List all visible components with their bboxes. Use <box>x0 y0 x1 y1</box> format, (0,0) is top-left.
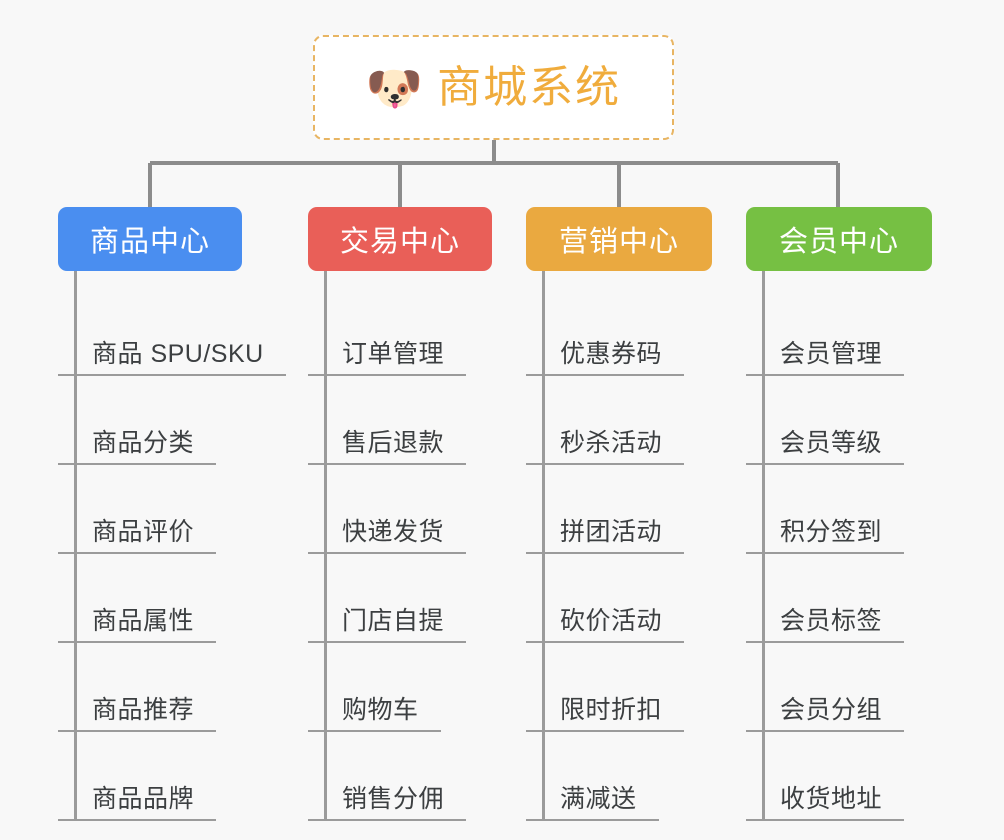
list-item[interactable]: 商品品牌 <box>58 732 286 821</box>
leaf-label: 优惠券码 <box>560 339 663 368</box>
list-item[interactable]: 会员等级 <box>746 376 932 465</box>
leaf-label: 会员等级 <box>780 428 883 457</box>
branch-header-member-center[interactable]: 会员中心 <box>746 207 932 271</box>
branch-header-trade-center[interactable]: 交易中心 <box>308 207 492 271</box>
leaf-label: 会员管理 <box>780 339 883 368</box>
list-item[interactable]: 购物车 <box>308 643 492 732</box>
leaf-label: 秒杀活动 <box>560 428 663 457</box>
leaf-label: 会员标签 <box>780 606 883 635</box>
leaf-label: 售后退款 <box>342 428 445 457</box>
leaf-label: 积分签到 <box>780 517 883 546</box>
list-item[interactable]: 门店自提 <box>308 554 492 643</box>
list-item[interactable]: 积分签到 <box>746 465 932 554</box>
branch-header-label: 交易中心 <box>339 226 460 258</box>
list-item[interactable]: 优惠券码 <box>526 287 712 376</box>
list-item[interactable]: 销售分佣 <box>308 732 492 821</box>
root-node[interactable]: 🐶 商城系统 <box>313 35 674 140</box>
leaf-label: 商品属性 <box>92 606 195 635</box>
leaf-label: 商品品牌 <box>92 784 195 813</box>
leaf-list-product-center: 商品 SPU/SKU 商品分类 商品评价 商品属性 商品推荐 商品品牌 <box>58 271 286 821</box>
branch-trade-center: 交易中心 订单管理 售后退款 快递发货 门店自提 购物车 销售分佣 <box>308 207 492 821</box>
leaf-label: 商品评价 <box>92 517 195 546</box>
leaf-label: 购物车 <box>342 695 419 724</box>
list-item[interactable]: 商品属性 <box>58 554 286 643</box>
branch-header-label: 商品中心 <box>89 226 210 258</box>
list-item[interactable]: 会员管理 <box>746 287 932 376</box>
branch-marketing-center: 营销中心 优惠券码 秒杀活动 拼团活动 砍价活动 限时折扣 满减送 <box>526 207 712 821</box>
leaf-list-marketing-center: 优惠券码 秒杀活动 拼团活动 砍价活动 限时折扣 满减送 <box>526 271 712 821</box>
list-item[interactable]: 商品分类 <box>58 376 286 465</box>
leaf-label: 门店自提 <box>342 606 445 635</box>
branch-header-label: 会员中心 <box>778 226 899 258</box>
leaf-label: 满减送 <box>560 784 637 813</box>
list-item[interactable]: 限时折扣 <box>526 643 712 732</box>
list-item[interactable]: 会员分组 <box>746 643 932 732</box>
leaf-label: 商品 SPU/SKU <box>92 339 264 368</box>
list-item[interactable]: 拼团活动 <box>526 465 712 554</box>
leaf-label: 商品分类 <box>92 428 195 457</box>
list-item[interactable]: 快递发货 <box>308 465 492 554</box>
root-node-title: 商城系统 <box>437 62 622 112</box>
list-item[interactable]: 会员标签 <box>746 554 932 643</box>
leaf-list-member-center: 会员管理 会员等级 积分签到 会员标签 会员分组 收货地址 <box>746 271 932 821</box>
branch-header-label: 营销中心 <box>558 226 679 258</box>
leaf-label: 会员分组 <box>780 695 883 724</box>
branch-header-product-center[interactable]: 商品中心 <box>58 207 242 271</box>
list-item[interactable]: 砍价活动 <box>526 554 712 643</box>
leaf-label: 限时折扣 <box>560 695 663 724</box>
list-item[interactable]: 秒杀活动 <box>526 376 712 465</box>
leaf-label: 销售分佣 <box>342 784 445 813</box>
list-item[interactable]: 商品评价 <box>58 465 286 554</box>
shiba-dog-face-icon: 🐶 <box>365 61 424 114</box>
list-item[interactable]: 满减送 <box>526 732 712 821</box>
list-item[interactable]: 售后退款 <box>308 376 492 465</box>
leaf-label: 收货地址 <box>780 784 883 813</box>
leaf-label: 快递发货 <box>342 517 445 546</box>
leaf-label: 商品推荐 <box>92 695 195 724</box>
leaf-label: 砍价活动 <box>560 606 663 635</box>
branch-product-center: 商品中心 商品 SPU/SKU 商品分类 商品评价 商品属性 商品推荐 商品品牌 <box>58 207 286 821</box>
list-item[interactable]: 商品推荐 <box>58 643 286 732</box>
list-item[interactable]: 订单管理 <box>308 287 492 376</box>
list-item[interactable]: 商品 SPU/SKU <box>58 287 286 376</box>
leaf-label: 订单管理 <box>342 339 445 368</box>
leaf-list-trade-center: 订单管理 售后退款 快递发货 门店自提 购物车 销售分佣 <box>308 271 492 821</box>
list-item[interactable]: 收货地址 <box>746 732 932 821</box>
leaf-label: 拼团活动 <box>560 517 663 546</box>
branch-header-marketing-center[interactable]: 营销中心 <box>526 207 712 271</box>
branch-member-center: 会员中心 会员管理 会员等级 积分签到 会员标签 会员分组 收货地址 <box>746 207 932 821</box>
